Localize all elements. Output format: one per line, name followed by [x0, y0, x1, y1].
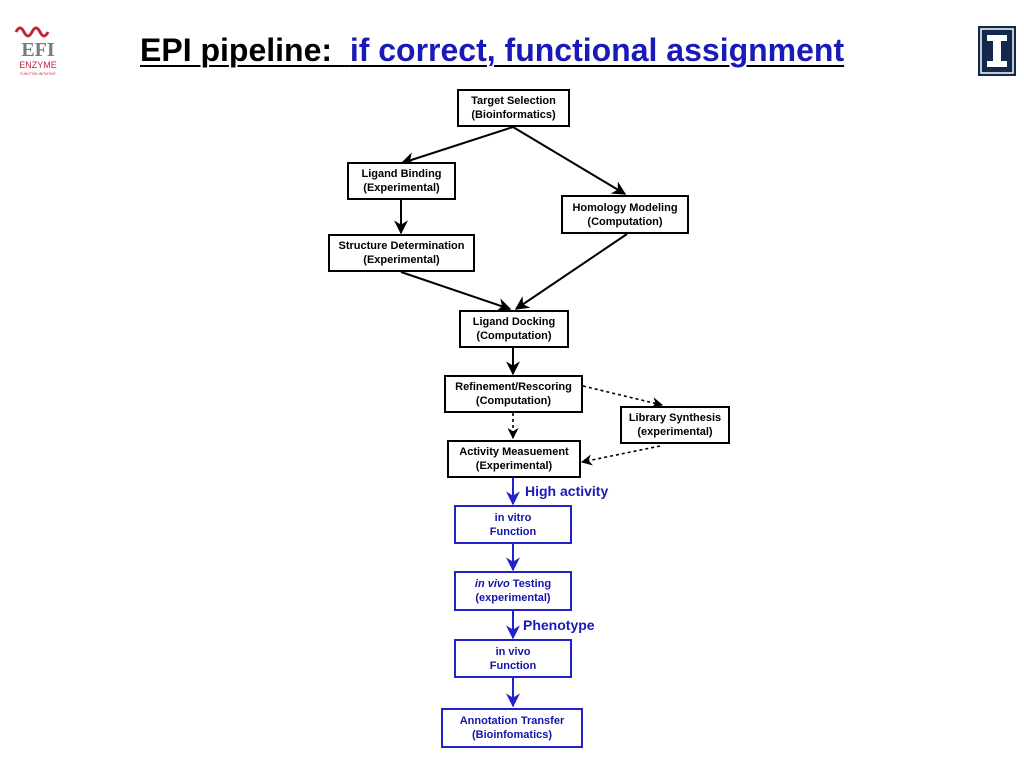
edge-label-phenotype: Phenotype	[523, 617, 595, 633]
node-in-vitro-line2: Function	[489, 525, 537, 538]
edge-label-high-activity: High activity	[525, 483, 609, 499]
node-homology-modeling-line1: Homology Modeling	[572, 201, 678, 214]
node-ligand-docking-line2: (Computation)	[476, 330, 552, 342]
node-annotation-transfer: Annotation Transfer (Bioinfomatics)	[441, 708, 583, 748]
node-homology-modeling: Homology Modeling (Computation)	[561, 195, 689, 234]
illinois-block-i-logo	[978, 26, 1016, 76]
edge-library-to-activity	[580, 445, 661, 466]
node-in-vivo-function-line1: in vivo	[495, 645, 531, 658]
node-ligand-docking: Ligand Docking (Computation)	[459, 310, 569, 348]
node-target-selection: Target Selection (Bioinformatics)	[457, 89, 570, 127]
node-in-vivo-function-line2: Function	[489, 659, 537, 672]
efi-enzyme-logo: EFI ENZYME FUNCTION INITIATIVE	[14, 26, 57, 76]
node-in-vivo-testing-rest: Testing	[509, 578, 552, 590]
node-target-selection-line1: Target Selection	[471, 95, 556, 107]
node-ligand-binding-line2: (Experimental)	[363, 182, 440, 194]
node-structure-determination-line1: Structure Determination	[338, 240, 465, 252]
node-structure-determination-line2: (Experimental)	[363, 254, 440, 266]
node-ligand-binding-line1: Ligand Binding	[361, 168, 442, 180]
node-ligand-docking-line1: Ligand Docking	[472, 316, 556, 328]
node-in-vivo-testing-line1: in vivo Testing	[475, 577, 551, 591]
edge-structure-to-docking	[400, 271, 512, 312]
node-library-synthesis-line2: (experimental)	[637, 426, 713, 438]
edge-target-to-ligand-binding	[400, 126, 514, 166]
edge-homology-to-docking	[514, 233, 628, 310]
node-refinement-rescoring: Refinement/Rescoring (Computation)	[444, 375, 583, 413]
node-ligand-binding: Ligand Binding (Experimental)	[347, 162, 456, 200]
node-in-vivo-testing: in vivo Testing (experimental)	[454, 571, 572, 611]
node-in-vivo-testing-italic: in vivo	[474, 578, 510, 590]
title-prefix: EPI pipeline:	[140, 32, 333, 68]
node-activity-measurement: Activity Measuement (Experimental)	[447, 440, 581, 478]
node-annotation-line1: Annotation Transfer	[459, 715, 565, 727]
node-refinement-line1: Refinement/Rescoring	[455, 381, 572, 393]
node-refinement-line2: (Computation)	[475, 395, 552, 407]
node-structure-determination: Structure Determination (Experimental)	[328, 234, 475, 272]
efi-logo-tagline: FUNCTION INITIATIVE	[20, 72, 56, 76]
title-suffix: if correct, functional assignment	[349, 32, 845, 68]
node-annotation-line2: (Bioinfomatics)	[471, 729, 553, 741]
efi-logo-text: EFI	[21, 39, 55, 61]
node-homology-modeling-line2: (Computation)	[587, 215, 663, 228]
edge-target-to-homology	[512, 126, 627, 195]
efi-logo-subtext: ENZYME	[19, 60, 57, 70]
node-in-vivo-function: in vivo Function	[454, 639, 572, 678]
node-library-synthesis: Library Synthesis (experimental)	[620, 406, 730, 444]
node-target-selection-line2: (Bioinformatics)	[471, 109, 556, 121]
node-in-vitro-line1: in vitro	[494, 511, 532, 524]
slide-title: EPI pipeline: if correct, functional ass…	[140, 32, 844, 69]
node-in-vivo-testing-line2: (experimental)	[475, 592, 551, 604]
edge-refinement-to-library	[582, 385, 664, 409]
node-library-synthesis-line1: Library Synthesis	[628, 412, 722, 424]
node-in-vitro-function: in vitro Function	[454, 505, 572, 544]
node-activity-line2: (Experimental)	[475, 460, 553, 472]
node-activity-line1: Activity Measuement	[459, 446, 569, 458]
